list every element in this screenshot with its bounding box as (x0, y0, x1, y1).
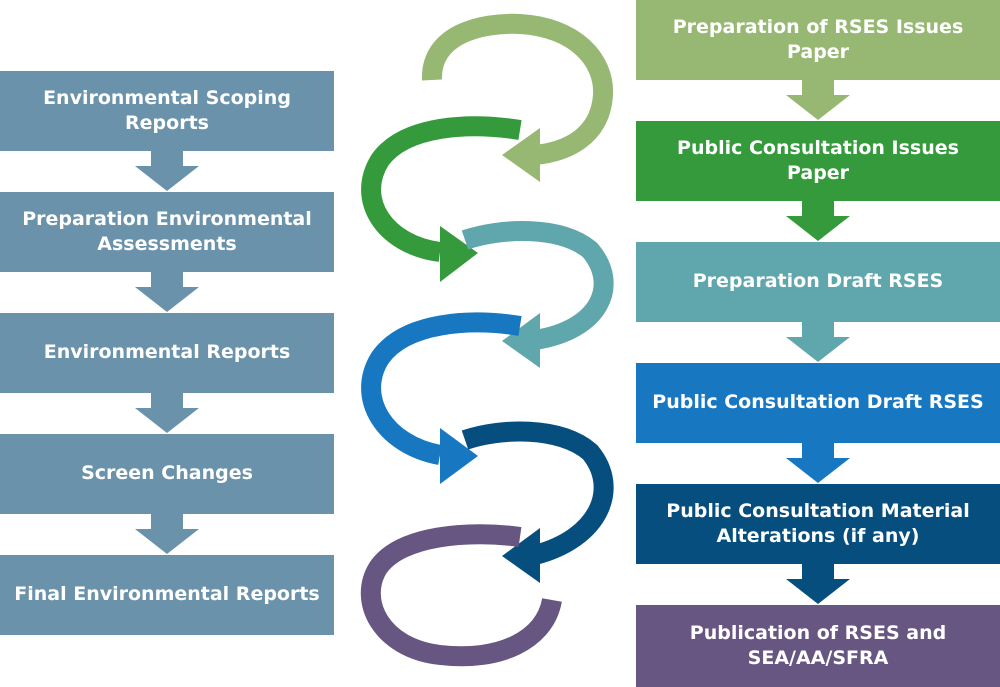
right-step-publication: Publication of RSES and SEA/AA/SFRA (636, 605, 1000, 687)
right-step-label: Public Consultation Material Alterations… (666, 499, 970, 547)
cycle-arrowhead-icon (502, 313, 540, 368)
cycle-arrowhead-icon (440, 226, 478, 282)
right-step-label: Public Consultation Issues Paper (677, 136, 959, 184)
right-step-material-alterations: Public Consultation Material Alterations… (636, 484, 1000, 564)
left-step-label: Environmental Scoping Reports (43, 86, 291, 134)
cycle-arrow-icon (461, 221, 614, 350)
right-step-label: Preparation of RSES Issues Paper (672, 15, 964, 63)
right-step-label: Publication of RSES and SEA/AA/SFRA (689, 621, 947, 669)
left-step-environmental-reports: Environmental Reports (0, 313, 334, 393)
left-step-final-reports: Final Environmental Reports (0, 555, 334, 635)
down-arrow-icon (135, 514, 199, 554)
down-arrow-icon (786, 80, 850, 120)
right-step-draft-rses: Preparation Draft RSES (636, 242, 1000, 322)
cycle-arrow-icon (361, 312, 522, 465)
cycle-arrowhead-icon (502, 128, 540, 182)
down-arrow-icon (135, 151, 199, 191)
cycle-arrow-icon (360, 524, 562, 667)
cycle-arrowhead-icon (502, 528, 540, 583)
cycle-arrow-icon (361, 116, 522, 262)
down-arrow-icon (786, 201, 850, 241)
right-step-consultation-issues-paper: Public Consultation Issues Paper (636, 121, 1000, 201)
cycle-arrowhead-icon (440, 428, 478, 484)
right-step-label: Public Consultation Draft RSES (652, 391, 984, 414)
left-step-label: Environmental Reports (43, 341, 291, 364)
right-step-consultation-draft-rses: Public Consultation Draft RSES (636, 363, 1000, 443)
left-step-label: Preparation Environmental Assessments (22, 207, 312, 255)
left-step-label: Screen Changes (81, 462, 253, 485)
down-arrow-icon (786, 564, 850, 604)
right-step-issues-paper: Preparation of RSES Issues Paper (636, 0, 1000, 80)
left-step-label: Final Environmental Reports (14, 583, 320, 606)
down-arrow-icon (135, 272, 199, 312)
left-step-preparation-assessments: Preparation Environmental Assessments (0, 192, 334, 272)
cycle-arrow-icon (461, 421, 614, 565)
down-arrow-icon (786, 443, 850, 483)
cycle-arrow-icon (422, 13, 614, 165)
right-step-label: Preparation Draft RSES (692, 270, 944, 293)
left-step-scoping-reports: Environmental Scoping Reports (0, 71, 334, 151)
down-arrow-icon (135, 393, 199, 433)
down-arrow-icon (786, 322, 850, 362)
left-step-screen-changes: Screen Changes (0, 434, 334, 514)
